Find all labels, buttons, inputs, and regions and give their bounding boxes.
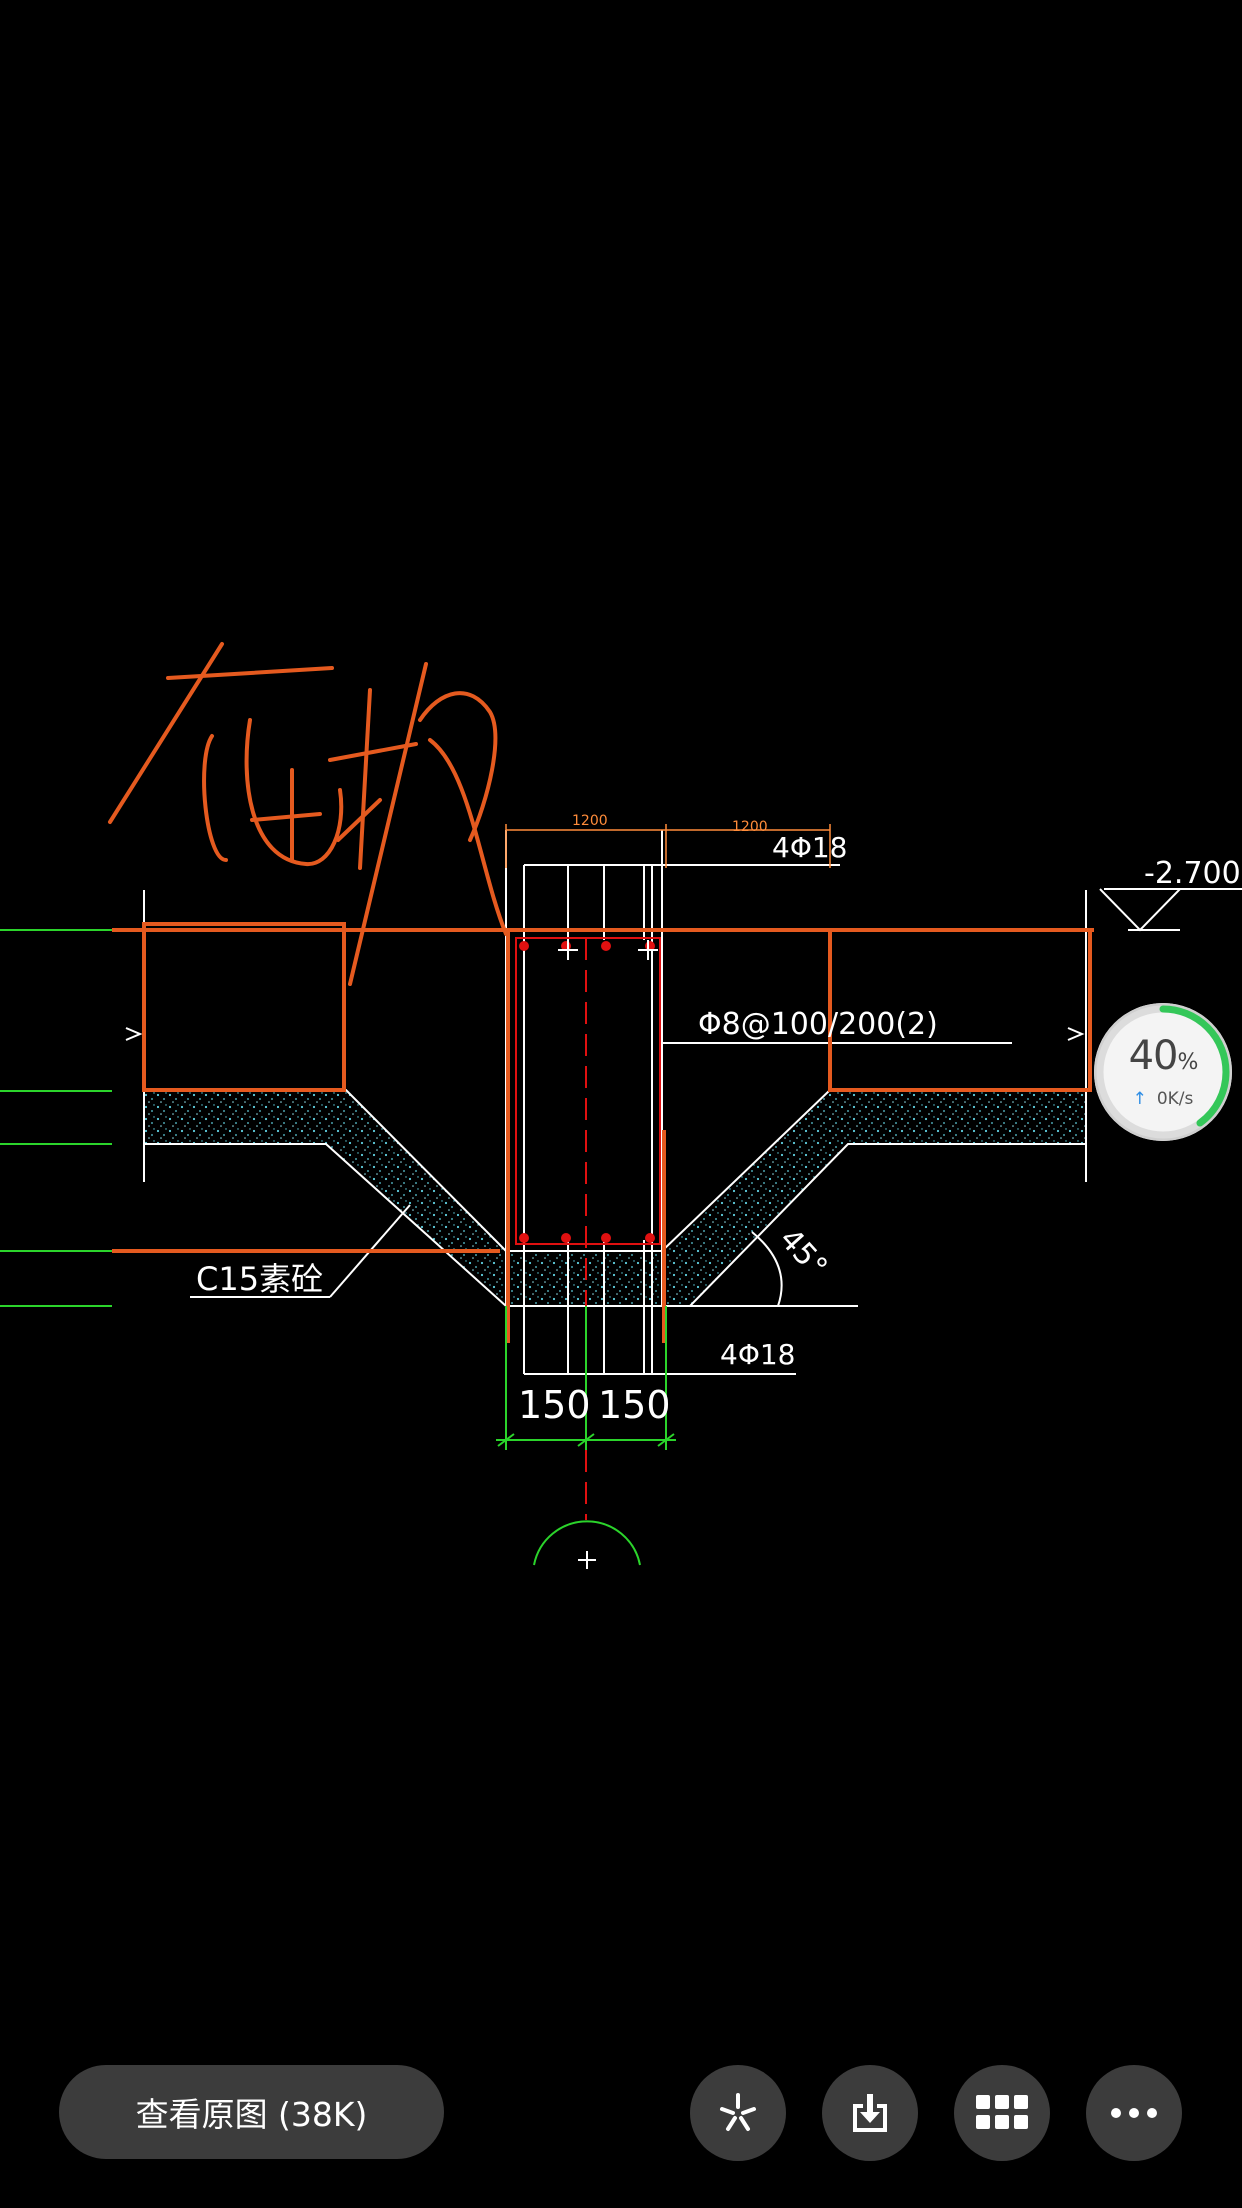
stirrup-label: Φ8@100/200(2) [698, 1007, 938, 1042]
plus-markers [558, 940, 658, 1569]
rebar-bottom-label: 4Φ18 [720, 1338, 795, 1371]
progress-ring [1096, 1005, 1230, 1139]
more-icon [1111, 2108, 1157, 2118]
beam-section [515, 937, 661, 1520]
upload-arrow-icon: ↑ [1132, 1089, 1147, 1109]
download-icon [853, 2094, 887, 2132]
speed-rate: ↑0K/s [1132, 1089, 1194, 1109]
elevation-label: -2.700 [1144, 856, 1241, 891]
cad-white-lines [125, 830, 1242, 1375]
concrete-label: C15素砼 [196, 1260, 323, 1298]
grid-button[interactable] [954, 2065, 1050, 2161]
bottom-dimension-lines [496, 1306, 676, 1566]
rebar-top-label: 4Φ18 [772, 831, 847, 864]
pinwheel-button[interactable] [690, 2065, 786, 2161]
bottom-toolbar: 查看原图 (38K) [0, 2060, 1242, 2164]
dim-top-right: 1200 [732, 819, 768, 835]
grid-icon [976, 2095, 1028, 2129]
download-button[interactable] [822, 2065, 918, 2161]
handwritten-annotation [108, 642, 508, 986]
speed-percent: 40% [1128, 1033, 1199, 1079]
top-dimension-lines [505, 824, 831, 868]
dim-top-left: 1200 [572, 813, 608, 829]
network-speed-ball[interactable]: 40% ↑0K/s [1094, 1003, 1232, 1141]
dim-left-label: 150 [518, 1383, 591, 1427]
orange-markup [112, 922, 1094, 1343]
dim-right-label: 150 [598, 1383, 671, 1427]
green-reference-lines [0, 929, 112, 1307]
view-original-button[interactable]: 查看原图 (38K) [59, 2065, 444, 2159]
pinwheel-icon [720, 2093, 756, 2131]
more-button[interactable] [1086, 2065, 1182, 2161]
